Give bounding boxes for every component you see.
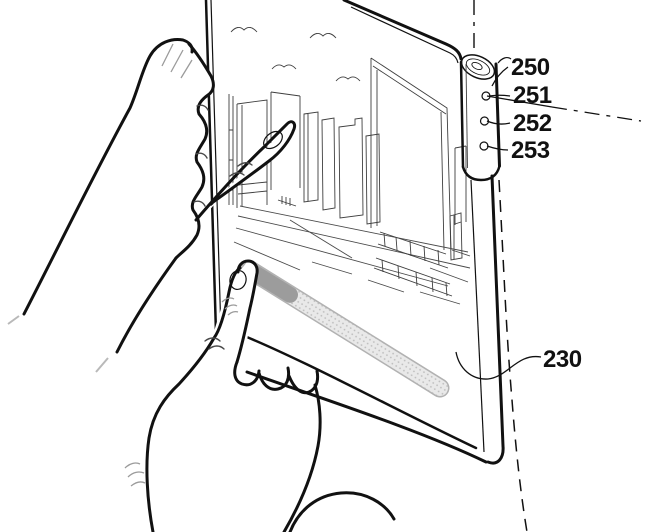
back-edge-curl <box>497 57 512 64</box>
roller-left-side <box>459 60 465 169</box>
thumb-contour <box>194 120 296 222</box>
wrist-texture-marks <box>124 462 146 487</box>
street-line <box>237 215 471 269</box>
roller-top-inner-ellipse <box>465 58 491 76</box>
ref-label-250: 250 <box>511 54 550 81</box>
on-screen-slider-bar <box>240 260 450 398</box>
roller-shading-line <box>465 63 468 169</box>
display-screen <box>228 27 471 398</box>
device-top-edge-outer <box>342 0 463 61</box>
index-finger-nail <box>229 269 247 291</box>
device-body <box>204 0 505 465</box>
street-detail <box>277 196 297 207</box>
building-outline <box>236 99 268 208</box>
roller-top-center-ellipse <box>471 61 483 71</box>
hand-holding-device <box>7 38 296 373</box>
roller-top-ellipse <box>460 54 496 80</box>
street-line <box>419 249 471 305</box>
street-line <box>289 219 353 259</box>
device-top-edge-inner <box>350 6 459 64</box>
curled-fingers-contour <box>174 42 215 260</box>
leader-251 <box>488 94 511 97</box>
arm-outer-contour <box>22 38 194 316</box>
thumb-creases <box>229 162 253 177</box>
side-button-bottom <box>479 141 489 151</box>
device-right-edge-outer <box>486 174 505 465</box>
thumb-nail <box>263 130 283 150</box>
ref-label-230: 230 <box>543 346 582 373</box>
finger-fold-lines <box>193 104 209 207</box>
ref-label-251: 251 <box>513 82 552 109</box>
ref-label-252: 252 <box>513 110 552 137</box>
leader-230 <box>455 351 542 380</box>
device-bottom-edge-outer <box>245 370 488 464</box>
right-hidden-dash-line <box>498 179 528 532</box>
device-right-edge-inner <box>470 179 485 453</box>
storefront-row <box>373 257 453 297</box>
building-outline <box>228 94 234 205</box>
storefront-row <box>377 231 449 269</box>
knuckle-lines <box>161 43 193 79</box>
bird-icon <box>230 27 258 33</box>
birds <box>230 27 361 82</box>
building-outline <box>338 117 364 219</box>
building-outline <box>449 212 463 261</box>
street-line <box>239 205 469 253</box>
building-outline <box>454 145 467 225</box>
leader-250 <box>491 66 509 87</box>
leader-lines <box>455 66 542 380</box>
street <box>233 196 471 305</box>
bird-icon <box>335 76 361 82</box>
pointing-hand-silhouette <box>146 261 320 532</box>
leader-252 <box>486 120 511 125</box>
street-line <box>235 227 449 287</box>
city-skyline-scene <box>228 27 471 305</box>
thumb-silhouette <box>200 122 295 222</box>
building-tower-slab <box>370 57 452 251</box>
device-left-edge-outer <box>204 0 218 335</box>
device-bottom-screen-line <box>235 331 478 450</box>
street-lane-marks <box>233 241 405 293</box>
buildings <box>228 57 467 261</box>
reference-labels: 250 251 252 253 230 <box>511 54 582 373</box>
curled-fingers-contour <box>233 360 322 532</box>
hand-heel-contour <box>288 491 396 532</box>
bird-icon <box>271 64 297 70</box>
hand-pointing-at-slider <box>124 259 396 532</box>
knuckle-creases <box>204 337 225 350</box>
roller-bottom-cap <box>461 164 501 182</box>
contour-fadeout <box>7 315 109 373</box>
bird-icon <box>309 33 337 39</box>
palm-inner-contour <box>115 256 178 354</box>
building-outline <box>303 111 319 203</box>
building-outline <box>321 117 336 211</box>
axis-line-solid <box>486 95 553 108</box>
building-outline <box>365 133 381 225</box>
axis-dash-dot-line <box>551 106 642 122</box>
axis-lines <box>473 0 642 532</box>
index-finger-left-contour <box>145 266 242 532</box>
holding-hand-silhouette <box>24 39 215 353</box>
skin-texture-marks <box>221 297 239 316</box>
ref-label-253: 253 <box>511 137 550 164</box>
index-finger-right-contour <box>235 259 259 364</box>
leader-253 <box>486 145 509 151</box>
device-left-edge-inner <box>210 0 222 334</box>
